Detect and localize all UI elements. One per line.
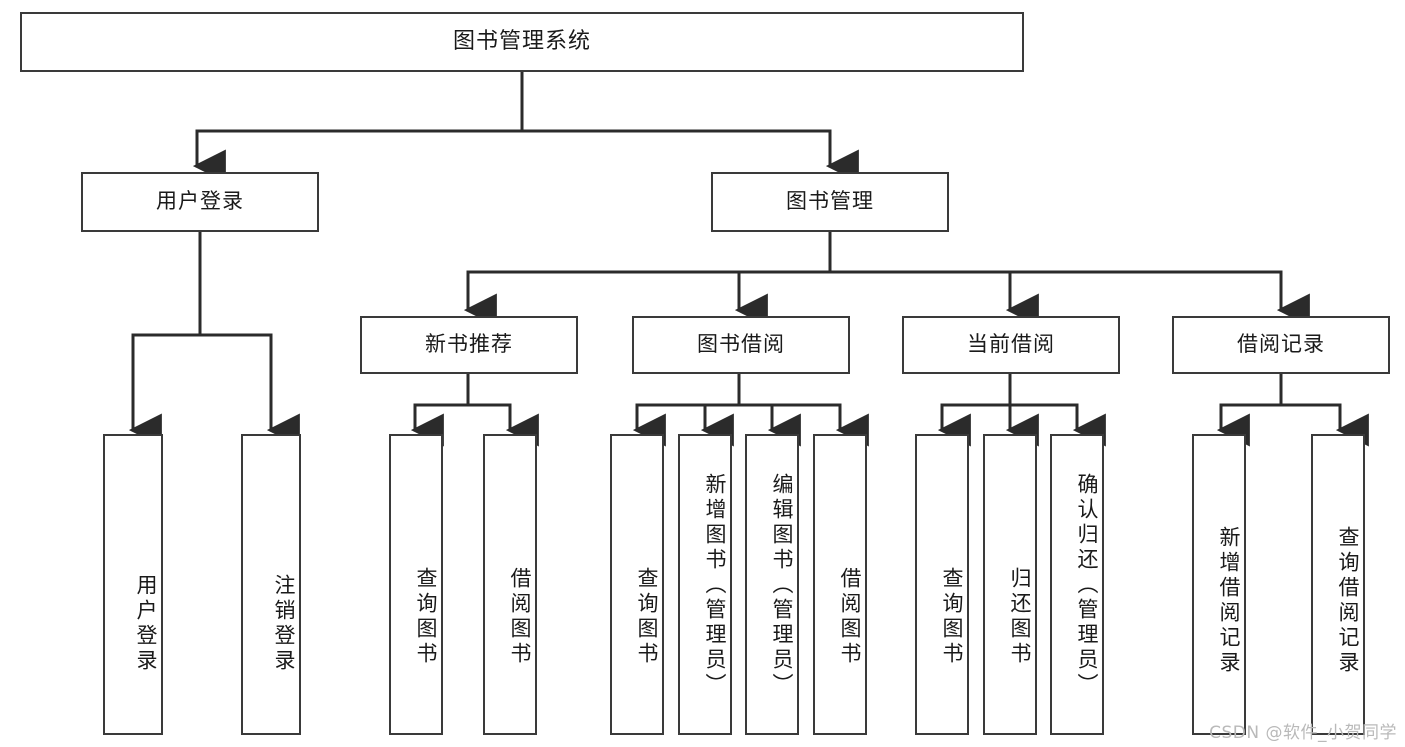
node-borrow-record[interactable]: 借阅记录 [1172,316,1390,374]
leaf-query-book-new[interactable]: 查询图书 [389,434,443,735]
leaf-add-book-admin[interactable]: 新增图书（管理员） [678,434,732,735]
node-label: 图书借阅 [697,332,785,357]
node-label: 编辑图书（管理员） [770,473,794,698]
node-user-login[interactable]: 用户登录 [81,172,319,232]
node-book-management[interactable]: 图书管理 [711,172,949,232]
leaf-query-book-current[interactable]: 查询图书 [915,434,969,735]
node-label: 图书管理系统 [452,28,591,54]
node-label: 查询借阅记录 [1336,525,1360,676]
node-current-borrow[interactable]: 当前借阅 [902,316,1120,374]
node-label: 图书管理 [786,189,874,214]
node-label: 借阅记录 [1237,332,1325,357]
node-label: 借阅图书 [838,566,862,667]
leaf-add-borrow-record[interactable]: 新增借阅记录 [1192,434,1246,735]
node-label: 新书推荐 [425,332,513,357]
leaf-logout[interactable]: 注销登录 [241,434,301,735]
node-label: 查询图书 [635,566,659,667]
node-book-borrow[interactable]: 图书借阅 [632,316,850,374]
leaf-query-book-borrow[interactable]: 查询图书 [610,434,664,735]
node-label: 查询图书 [940,566,964,667]
node-label: 注销登录 [272,573,296,674]
node-label: 确认归还（管理员） [1075,473,1099,698]
leaf-borrow-book-new[interactable]: 借阅图书 [483,434,537,735]
leaf-borrow-book[interactable]: 借阅图书 [813,434,867,735]
node-label: 查询图书 [414,566,438,667]
node-label: 用户登录 [156,189,244,214]
node-root-book-management-system[interactable]: 图书管理系统 [20,12,1024,72]
node-label: 新增图书（管理员） [703,473,727,698]
node-label: 归还图书 [1008,566,1032,667]
node-label: 用户登录 [134,573,158,674]
node-label: 当前借阅 [967,332,1055,357]
node-label: 新增借阅记录 [1217,525,1241,676]
csdn-watermark: CSDN @软件_小贺同学 [1209,723,1397,743]
leaf-confirm-return-admin[interactable]: 确认归还（管理员） [1050,434,1104,735]
leaf-edit-book-admin[interactable]: 编辑图书（管理员） [745,434,799,735]
leaf-user-login[interactable]: 用户登录 [103,434,163,735]
node-new-book-recommend[interactable]: 新书推荐 [360,316,578,374]
leaf-return-book[interactable]: 归还图书 [983,434,1037,735]
leaf-query-borrow-record[interactable]: 查询借阅记录 [1311,434,1365,735]
node-label: 借阅图书 [508,566,532,667]
